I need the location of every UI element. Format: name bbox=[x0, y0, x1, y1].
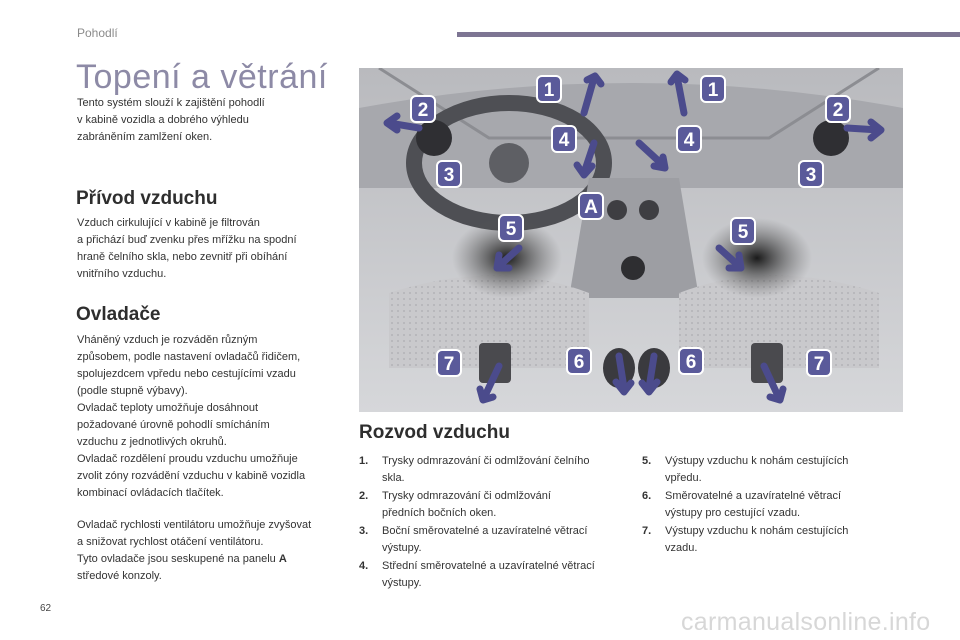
supply-line: hraně čelního skla, nebo zevnitř při obí… bbox=[77, 251, 288, 263]
callout-label: 5 bbox=[738, 222, 749, 243]
controls-line: způsobem, podle nastavení ovladačů řidič… bbox=[77, 351, 301, 363]
callout-label: 4 bbox=[559, 130, 570, 151]
legend-number: 2. bbox=[359, 490, 369, 502]
supply-line: a přichází buď zvenku přes mřížku na spo… bbox=[77, 234, 297, 246]
intro-paragraph: Tento systém slouží k zajištění pohodlí … bbox=[77, 95, 339, 146]
callout-badge: 5 bbox=[498, 214, 524, 242]
callout-badge: 4 bbox=[676, 125, 702, 153]
controls-paragraph: Vháněný vzduch je rozváděn různým způsob… bbox=[77, 332, 339, 502]
fan-line: středové konzoly. bbox=[77, 570, 162, 582]
callout-badge: 4 bbox=[551, 125, 577, 153]
callout-badge: 2 bbox=[410, 95, 436, 123]
controls-line: kombinací ovládacích tlačítek. bbox=[77, 487, 224, 499]
callout-badge: 7 bbox=[806, 349, 832, 377]
supply-paragraph: Vzduch cirkulující v kabině je filtrován… bbox=[77, 215, 339, 283]
callout-badge: 7 bbox=[436, 349, 462, 377]
callout-label: 1 bbox=[544, 80, 555, 101]
legend-number: 3. bbox=[359, 525, 369, 537]
callout-label: 5 bbox=[506, 219, 517, 240]
callout-badge: 1 bbox=[536, 75, 562, 103]
callout-badge: 6 bbox=[566, 347, 592, 375]
legend-number: 5. bbox=[642, 455, 652, 467]
intro-line: zabráněním zamlžení oken. bbox=[77, 131, 213, 143]
watermark: carmanualsonline.info bbox=[681, 608, 931, 636]
callout-label: 2 bbox=[418, 100, 429, 121]
controls-line: (podle stupně výbavy). bbox=[77, 385, 188, 397]
callout-badge: 3 bbox=[436, 160, 462, 188]
legend-item: 3. Boční směrovatelné a uzavíratelné vět… bbox=[359, 523, 627, 557]
callout-label: 3 bbox=[444, 165, 455, 186]
callout-label: 3 bbox=[806, 165, 817, 186]
distribution-heading: Rozvod vzduchu bbox=[359, 422, 510, 443]
section-label: Pohodlí bbox=[77, 26, 118, 40]
legend-column-left: 1. Trysky odmrazování či odmlžování čeln… bbox=[359, 453, 627, 593]
controls-heading: Ovladače bbox=[76, 304, 161, 325]
fan-line: Tyto ovladače jsou seskupené na panelu A bbox=[77, 551, 347, 568]
controls-line: vzduchu z jednotlivých okruhů. bbox=[77, 436, 227, 448]
callout-label: 6 bbox=[574, 352, 585, 373]
legend-item: 1. Trysky odmrazování či odmlžování čeln… bbox=[359, 453, 627, 487]
fan-line: a snižovat rychlost otáčení ventilátoru. bbox=[77, 536, 264, 548]
legend-number: 4. bbox=[359, 560, 369, 572]
callout-badge: 6 bbox=[678, 347, 704, 375]
callout-badge: 2 bbox=[825, 95, 851, 123]
callout-label: 4 bbox=[684, 130, 695, 151]
legend-number: 1. bbox=[359, 455, 369, 467]
legend-text: Střední směrovatelné a uzavíratelné větr… bbox=[382, 560, 595, 589]
callout-badge: 1 bbox=[700, 75, 726, 103]
intro-line: v kabině vozidla a dobrého výhledu bbox=[77, 114, 249, 126]
intro-line: Tento systém slouží k zajištění pohodlí bbox=[77, 97, 265, 109]
legend-item: 4. Střední směrovatelné a uzavíratelné v… bbox=[359, 558, 627, 592]
legend-number: 7. bbox=[642, 525, 652, 537]
callout-label: A bbox=[584, 197, 598, 218]
controls-line: požadované úrovně pohodlí smícháním bbox=[77, 419, 270, 431]
figure-callouts: 1 1 2 2 3 3 4 4 A 5 5 6 6 7 7 bbox=[410, 75, 851, 377]
fan-line-text: Tyto ovladače jsou seskupené na panelu bbox=[77, 553, 276, 565]
supply-line: vnitřního vzduchu. bbox=[77, 268, 167, 280]
callout-label: 1 bbox=[708, 80, 719, 101]
controls-line: Ovladač rozdělení proudu vzduchu umožňuj… bbox=[77, 453, 298, 465]
callout-label: 6 bbox=[686, 352, 697, 373]
callout-label: 2 bbox=[833, 100, 844, 121]
callout-badge: 5 bbox=[730, 217, 756, 245]
controls-line: zvolit zóny rozvádění vzduchu v kabině v… bbox=[77, 470, 306, 482]
cabin-illustration: 1 1 2 2 3 3 4 4 A 5 5 6 6 7 7 bbox=[359, 68, 903, 412]
fan-paragraph: Ovladač rychlosti ventilátoru umožňuje z… bbox=[77, 517, 347, 585]
controls-line: Ovladač teploty umožňuje dosáhnout bbox=[77, 402, 259, 414]
header-bar bbox=[457, 32, 960, 37]
supply-heading: Přívod vzduchu bbox=[76, 188, 218, 209]
page-title: Topení a větrání bbox=[76, 58, 328, 96]
supply-line: Vzduch cirkulující v kabině je filtrován bbox=[77, 217, 260, 229]
callout-badge: 3 bbox=[798, 160, 824, 188]
legend-number: 6. bbox=[642, 490, 652, 502]
panel-letter: A bbox=[278, 553, 287, 565]
callout-badge: A bbox=[578, 192, 604, 220]
callout-label: 7 bbox=[444, 354, 455, 375]
page-number: 62 bbox=[40, 603, 52, 614]
callout-label: 7 bbox=[814, 354, 825, 375]
controls-line: spolujezdcem vpředu nebo cestujícími vza… bbox=[77, 368, 296, 380]
legend-text: Boční směrovatelné a uzavíratelné větrac… bbox=[382, 525, 588, 554]
fan-line: Ovladač rychlosti ventilátoru umožňuje z… bbox=[77, 519, 312, 531]
controls-line: Vháněný vzduch je rozváděn různým bbox=[77, 334, 258, 346]
legend-text: Trysky odmrazování či odmlžování čelního… bbox=[382, 455, 590, 484]
